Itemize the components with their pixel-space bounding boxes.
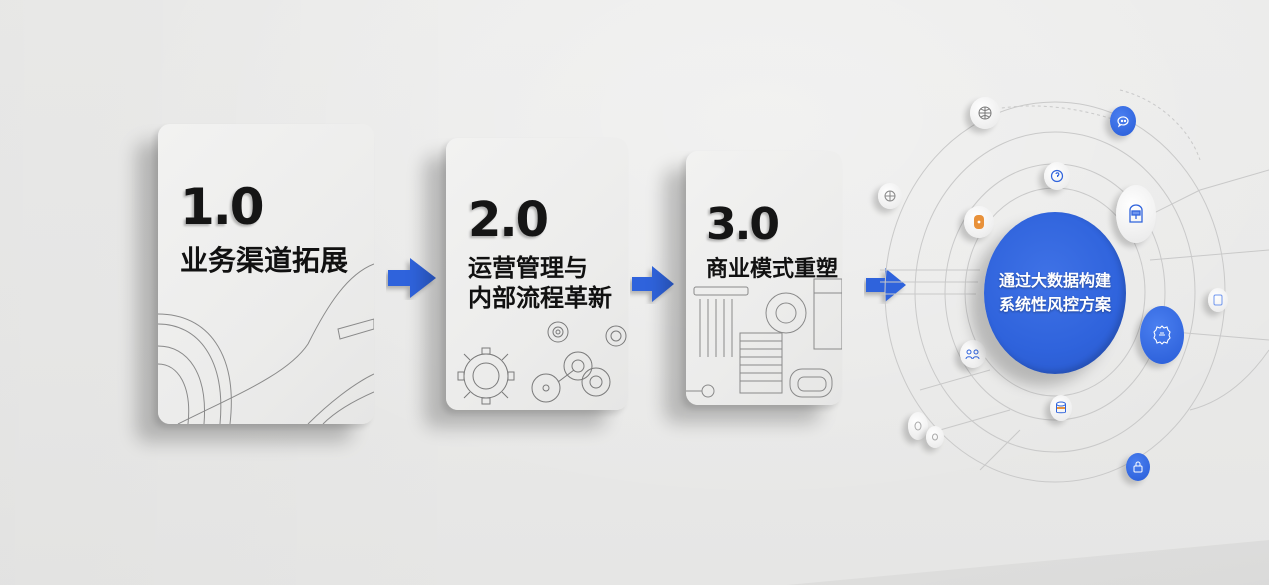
stage-number: 3.0 xyxy=(706,199,780,250)
globe-node[interactable] xyxy=(970,97,1000,129)
mailbox-node[interactable] xyxy=(1116,185,1156,243)
arrow-right-icon xyxy=(388,258,436,298)
stage-number: 1.0 xyxy=(180,178,265,236)
stage-card-3: 3.0 商业模式重塑 xyxy=(686,151,842,405)
stage-card-2: 2.0 运营管理与 内部流程革新 xyxy=(446,138,628,410)
stage-title-line-2: 内部流程革新 xyxy=(468,284,612,312)
stage-card-1: 1.0 业务渠道拓展 xyxy=(158,124,374,424)
globe-icon xyxy=(978,106,992,120)
stage-title: 业务渠道拓展 xyxy=(180,244,349,277)
grid-node[interactable] xyxy=(878,183,902,209)
risk-control-hub: 通过大数据构建 系统性风控方案 xyxy=(984,212,1126,374)
stage-title: 商业模式重塑 xyxy=(706,257,839,282)
settings-node[interactable] xyxy=(1140,306,1184,364)
server-icon xyxy=(974,215,984,229)
database-icon xyxy=(1056,401,1066,414)
tablet-icon xyxy=(1213,294,1223,306)
circle-icon xyxy=(914,421,922,431)
stage-number: 2.0 xyxy=(468,192,549,248)
info-node[interactable] xyxy=(1044,162,1070,190)
info-circle-icon xyxy=(1050,169,1064,183)
hub-title-line-1: 通过大数据构建 xyxy=(998,271,1111,290)
team-chart-icon xyxy=(965,349,980,360)
database-node[interactable] xyxy=(1050,395,1072,421)
small-node-a[interactable] xyxy=(908,412,928,440)
business-sketch-illustration xyxy=(686,278,842,398)
chat-node-top[interactable] xyxy=(1110,106,1136,136)
arrow-right-icon xyxy=(866,268,906,302)
circle-icon xyxy=(932,433,938,441)
lock-node[interactable] xyxy=(1126,453,1150,481)
network-orbit-lines xyxy=(880,89,1269,483)
team-node[interactable] xyxy=(960,340,986,368)
road-lines-illustration xyxy=(158,263,374,424)
chat-bubble-icon xyxy=(1117,116,1129,128)
server-node[interactable] xyxy=(964,206,994,238)
grid-icon xyxy=(884,190,896,202)
mailbox-icon xyxy=(1129,204,1143,223)
gear-badge-icon xyxy=(1153,325,1171,345)
hub-title-line-2: 系统性风控方案 xyxy=(998,295,1111,314)
lock-icon xyxy=(1133,461,1143,473)
stage-title-line-1: 运营管理与 xyxy=(468,254,588,282)
tablet-node[interactable] xyxy=(1208,288,1228,312)
small-node-b[interactable] xyxy=(926,426,944,448)
arrow-right-icon xyxy=(632,266,674,302)
gears-illustration xyxy=(457,321,627,405)
